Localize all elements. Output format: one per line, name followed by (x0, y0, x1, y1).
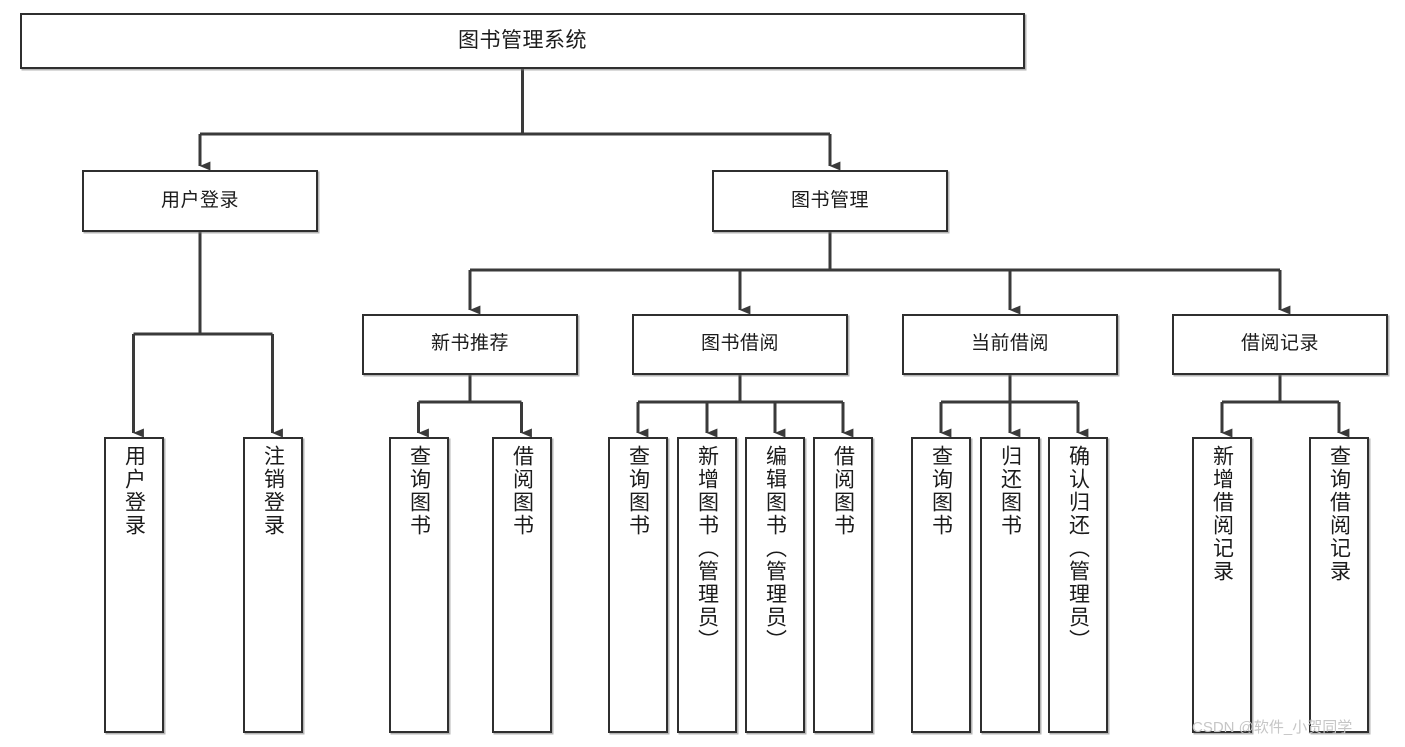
node-book-borrow[interactable]: 图书借阅 (632, 314, 848, 375)
node-root-system[interactable]: 图书管理系统 (20, 13, 1025, 69)
node-book-management[interactable]: 图书管理 (712, 170, 948, 232)
node-new-book-recommend[interactable]: 新书推荐 (362, 314, 578, 375)
leaf-current-return-book[interactable]: 归还图书 (980, 437, 1040, 733)
node-label: 查询图书 (626, 445, 650, 537)
node-label: 归还图书 (998, 445, 1022, 537)
node-label: 用户登录 (160, 189, 239, 211)
leaf-current-confirm-return-admin[interactable]: 确认归还（管理员） (1048, 437, 1108, 733)
leaf-user-login-logout[interactable]: 注销登录 (243, 437, 303, 733)
node-label: 注销登录 (261, 445, 285, 537)
node-label: 新增借阅记录 (1210, 445, 1234, 583)
leaf-borrow-add-book-admin[interactable]: 新增图书（管理员） (677, 437, 737, 733)
leaf-user-login-login[interactable]: 用户登录 (104, 437, 164, 733)
leaf-recommend-query-book[interactable]: 查询图书 (389, 437, 449, 733)
node-label: 当前借阅 (970, 333, 1049, 355)
node-label: 编辑图书（管理员） (763, 445, 787, 652)
node-label: 查询图书 (407, 445, 431, 537)
node-label: 图书借阅 (700, 333, 779, 355)
node-label: 新书推荐 (430, 333, 509, 355)
node-label: 借阅图书 (510, 445, 534, 537)
leaf-record-query-record[interactable]: 查询借阅记录 (1309, 437, 1369, 733)
leaf-borrow-borrow-book[interactable]: 借阅图书 (813, 437, 873, 733)
node-label: 图书管理 (790, 189, 869, 211)
csdn-watermark: CSDN @软件_小贺同学 (1192, 719, 1353, 736)
leaf-borrow-edit-book-admin[interactable]: 编辑图书（管理员） (745, 437, 805, 733)
node-label: 查询借阅记录 (1327, 445, 1351, 583)
leaf-recommend-borrow-book[interactable]: 借阅图书 (492, 437, 552, 733)
node-label: 确认归还（管理员） (1066, 445, 1090, 652)
node-label: 查询图书 (929, 445, 953, 537)
node-borrow-record[interactable]: 借阅记录 (1172, 314, 1388, 375)
node-label: 借阅记录 (1240, 333, 1319, 355)
node-label: 图书管理系统 (458, 28, 587, 52)
node-label: 借阅图书 (831, 445, 855, 537)
node-user-login[interactable]: 用户登录 (82, 170, 318, 232)
leaf-record-add-record[interactable]: 新增借阅记录 (1192, 437, 1252, 733)
node-label: 用户登录 (122, 445, 146, 537)
leaf-current-query-book[interactable]: 查询图书 (911, 437, 971, 733)
leaf-borrow-query-book[interactable]: 查询图书 (608, 437, 668, 733)
node-current-borrow[interactable]: 当前借阅 (902, 314, 1118, 375)
node-label: 新增图书（管理员） (695, 445, 719, 652)
